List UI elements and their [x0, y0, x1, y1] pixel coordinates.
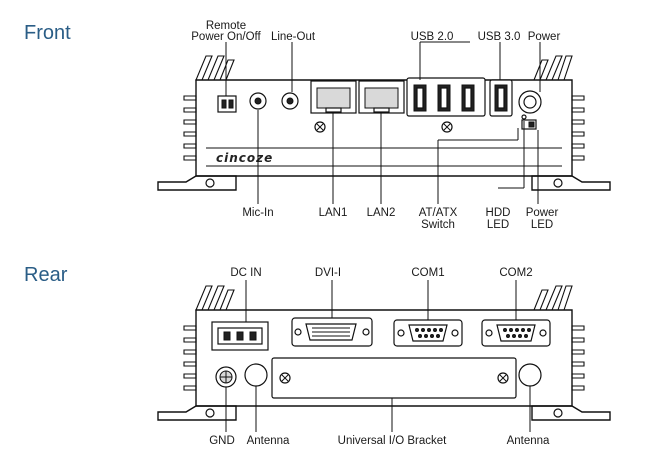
- label-power: Power: [528, 31, 561, 43]
- label-universal-io: Universal I/O Bracket: [338, 435, 447, 447]
- dvi-connector-icon: [291, 317, 373, 347]
- label-hdd-led-line1: HDD: [486, 207, 511, 219]
- rear-heatsink-fins-icon: [183, 285, 585, 391]
- label-line-out: Line-Out: [271, 31, 316, 43]
- lan1-rj45-port-icon: [310, 80, 357, 133]
- label-antenna-right: Antenna: [507, 435, 550, 447]
- com1-db9-connector-icon: [393, 319, 463, 347]
- label-dc-in: DC IN: [230, 267, 261, 279]
- label-remote-line1: Remote: [206, 20, 246, 32]
- com2-db9-connector-icon: [481, 319, 551, 347]
- power-button: [518, 90, 542, 130]
- label-dvi: DVI-I: [315, 267, 341, 279]
- front-title: Front: [24, 22, 71, 44]
- rear-callout-lines: [225, 280, 531, 432]
- usb20-ports-icon: [406, 77, 486, 133]
- antenna-right-hole: [518, 363, 542, 387]
- dc-in-connector: [211, 321, 269, 351]
- remote-power-connector: [217, 95, 237, 113]
- label-at-atx-line1: AT/ATX: [419, 207, 458, 219]
- label-antenna-left: Antenna: [247, 435, 290, 447]
- label-usb30: USB 3.0: [478, 31, 521, 43]
- front-heatsink-fins-icon: [183, 55, 585, 161]
- label-mic-in: Mic-In: [242, 207, 273, 219]
- label-com2: COM2: [499, 267, 532, 279]
- label-usb20: USB 2.0: [411, 31, 454, 43]
- label-com1: COM1: [411, 267, 444, 279]
- front-chassis: cincoze: [157, 55, 611, 191]
- universal-io-bracket: [271, 357, 517, 399]
- label-power-led-line1: Power: [526, 207, 559, 219]
- label-lan1: LAN1: [319, 207, 348, 219]
- label-gnd: GND: [209, 435, 235, 447]
- label-power-led-line2: LED: [531, 219, 553, 231]
- label-at-atx-line2: Switch: [421, 219, 455, 231]
- brand-logo: cincoze: [216, 151, 273, 165]
- gnd-screw-icon: [215, 366, 237, 388]
- rear-title: Rear: [24, 264, 68, 286]
- rear-chassis: [157, 285, 611, 421]
- front-callout-lines: [225, 41, 541, 204]
- usb30-port-icon: [489, 79, 513, 117]
- label-remote-line2: Power On/Off: [191, 31, 261, 43]
- antenna-left-hole: [244, 363, 268, 387]
- mic-in-jack: [249, 92, 267, 110]
- label-lan2: LAN2: [367, 207, 396, 219]
- lan2-rj45-port-icon: [358, 80, 405, 114]
- label-hdd-led-line2: LED: [487, 219, 509, 231]
- line-out-jack: [281, 92, 299, 110]
